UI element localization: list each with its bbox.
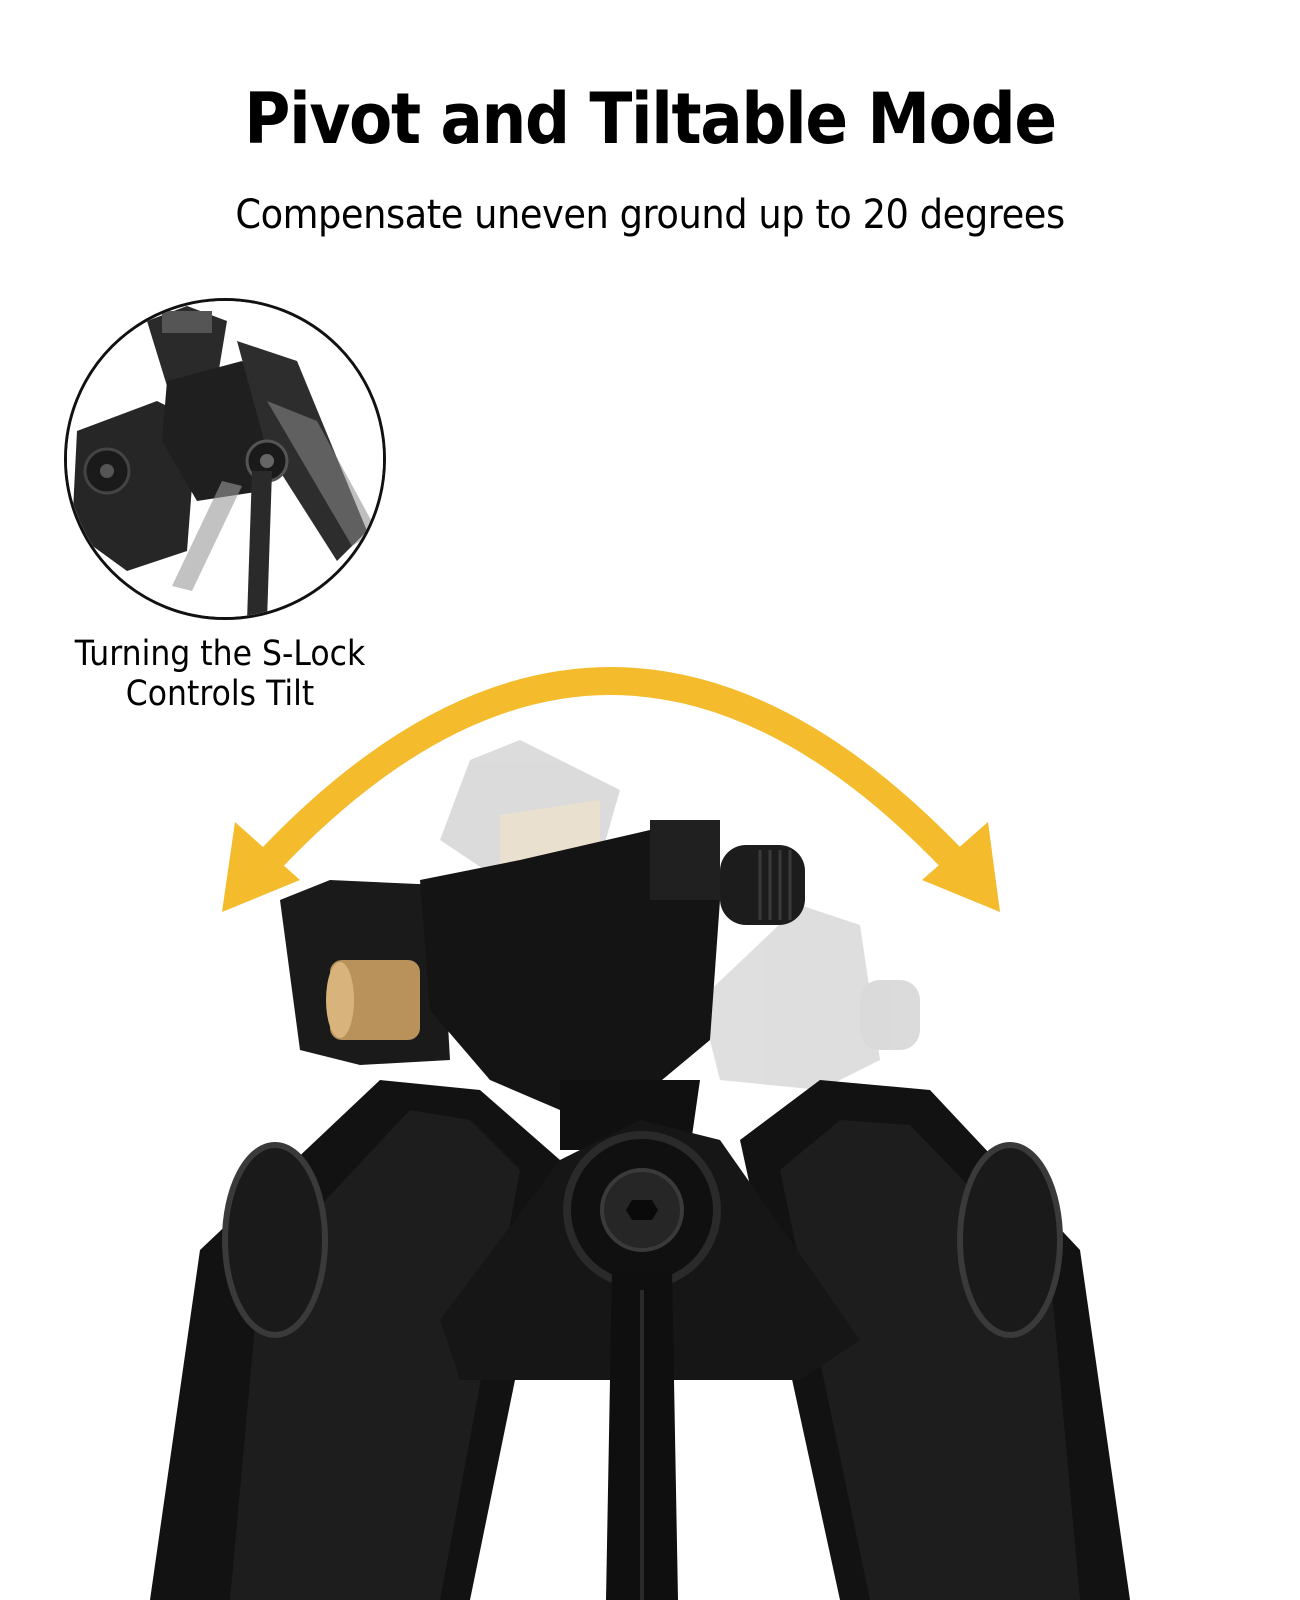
page-title: Pivot and Tiltable Mode xyxy=(244,78,1057,160)
page-subtitle: Compensate uneven ground up to 20 degree… xyxy=(235,192,1065,238)
bipod-tilt-lever-closeup-icon xyxy=(67,301,383,617)
inset-closeup-image xyxy=(64,298,386,620)
